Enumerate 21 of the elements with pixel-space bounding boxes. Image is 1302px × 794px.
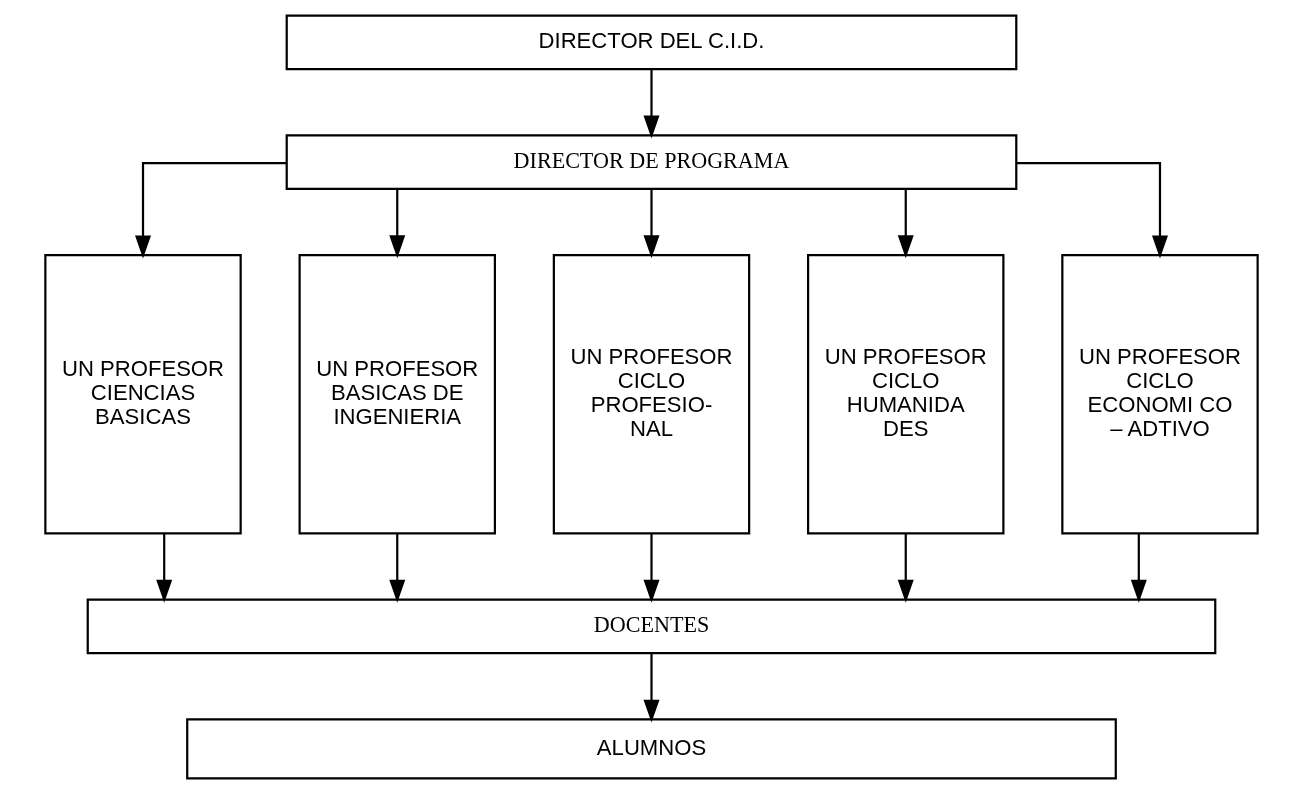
node-box: ALUMNOS [185,718,1117,780]
node-box: DOCENTES [86,598,1216,655]
arrow [897,189,914,259]
arrow [134,161,287,259]
arrow [897,533,914,603]
node-box: DIRECTOR DEL C.I.D. [285,14,1017,71]
arrow [1015,161,1168,259]
node-box: UN PROFESOR CICLO PROFESIO- NAL [552,254,750,535]
arrow [643,189,659,259]
arrow [155,533,172,603]
node-box: UN PROFESOR CICLO ECONOMI CO – ADTIVO [1060,254,1259,535]
arrow [388,189,405,259]
node-box: DIRECTOR DE PROGRAMA [285,134,1017,190]
arrow [643,69,659,139]
arrow [643,533,659,603]
arrow [388,533,405,603]
node-box: UN PROFESOR BASICAS DE INGENIERIA [298,254,496,535]
node-box: UN PROFESOR CICLO HUMANIDA DES [806,254,1004,535]
arrow [1130,533,1147,603]
node-box: UN PROFESOR CIENCIAS BASICAS [43,254,242,535]
arrow [643,653,659,723]
